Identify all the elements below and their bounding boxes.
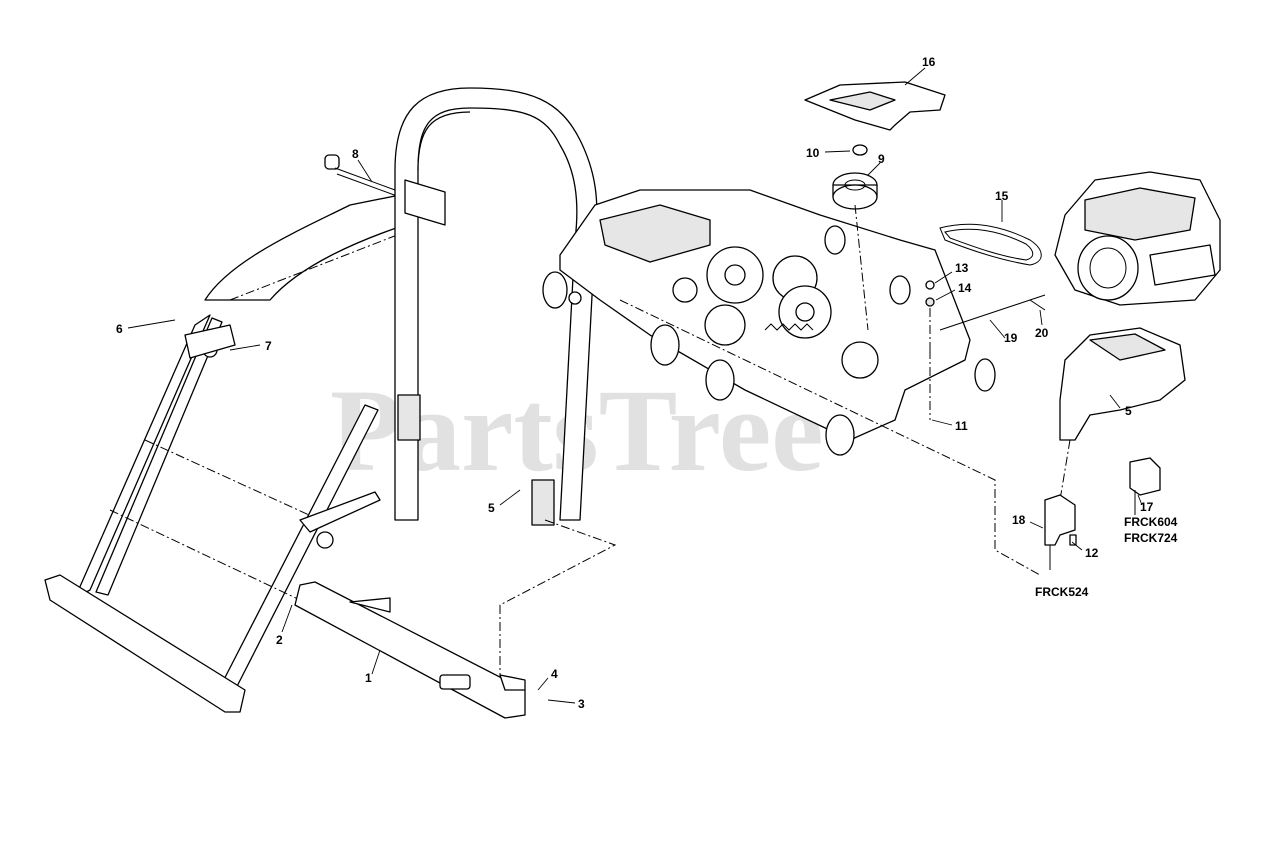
- belt-cover-icon[interactable]: [804, 81, 946, 131]
- kit-code-frck724: FRCK724: [1124, 531, 1178, 545]
- connection-lines: [499, 299, 1041, 675]
- pulley-icon[interactable]: [832, 144, 878, 331]
- callout-5-right[interactable]: 5: [1125, 404, 1132, 418]
- kit-code-frck524: FRCK524: [1035, 585, 1089, 599]
- callout-9[interactable]: 9: [878, 152, 885, 166]
- chute-housing-icon[interactable]: [1059, 327, 1186, 501]
- callout-15[interactable]: 15: [995, 189, 1009, 203]
- callout-5-left[interactable]: 5: [488, 501, 495, 515]
- callout-4[interactable]: 4: [551, 667, 558, 681]
- rod-icon[interactable]: [939, 294, 1046, 331]
- mower-deck-icon[interactable]: [542, 189, 996, 456]
- callout-20[interactable]: 20: [1035, 326, 1049, 340]
- roll-bar-icon[interactable]: [394, 87, 598, 526]
- lift-frame-icon[interactable]: [44, 194, 411, 713]
- callout-2[interactable]: 2: [276, 633, 283, 647]
- callout-1[interactable]: 1: [365, 671, 372, 685]
- callout-13[interactable]: 13: [955, 261, 969, 275]
- callout-16[interactable]: 16: [922, 55, 936, 69]
- callout-10[interactable]: 10: [806, 146, 820, 160]
- callout-17[interactable]: 17: [1140, 500, 1154, 514]
- callout-12[interactable]: 12: [1085, 546, 1099, 560]
- kit-bracket-icon[interactable]: [1129, 457, 1161, 515]
- pin-icon[interactable]: [324, 154, 398, 197]
- bracket-icon[interactable]: [1044, 494, 1077, 570]
- callout-18[interactable]: 18: [1012, 513, 1026, 527]
- callout-11[interactable]: 11: [955, 419, 968, 433]
- washer-icon[interactable]: [925, 280, 935, 350]
- callout-7[interactable]: 7: [265, 339, 272, 353]
- callout-14[interactable]: 14: [958, 281, 972, 295]
- bumper-icon[interactable]: [294, 581, 526, 719]
- kit-codes: FRCK604 FRCK724 FRCK524: [1035, 515, 1178, 599]
- belt-icon[interactable]: [939, 223, 1042, 266]
- callout-8[interactable]: 8: [352, 147, 359, 161]
- callout-labels: 1 2 3 4 5 5 6 7 8 9 10 11 12 13 14 15 16…: [116, 55, 1154, 711]
- callout-6[interactable]: 6: [116, 322, 123, 336]
- leader-lines: [127, 67, 1143, 704]
- kit-code-frck604: FRCK604: [1124, 515, 1178, 529]
- callout-19[interactable]: 19: [1004, 331, 1018, 345]
- engine-icon[interactable]: [1054, 171, 1221, 306]
- callout-3[interactable]: 3: [578, 697, 585, 711]
